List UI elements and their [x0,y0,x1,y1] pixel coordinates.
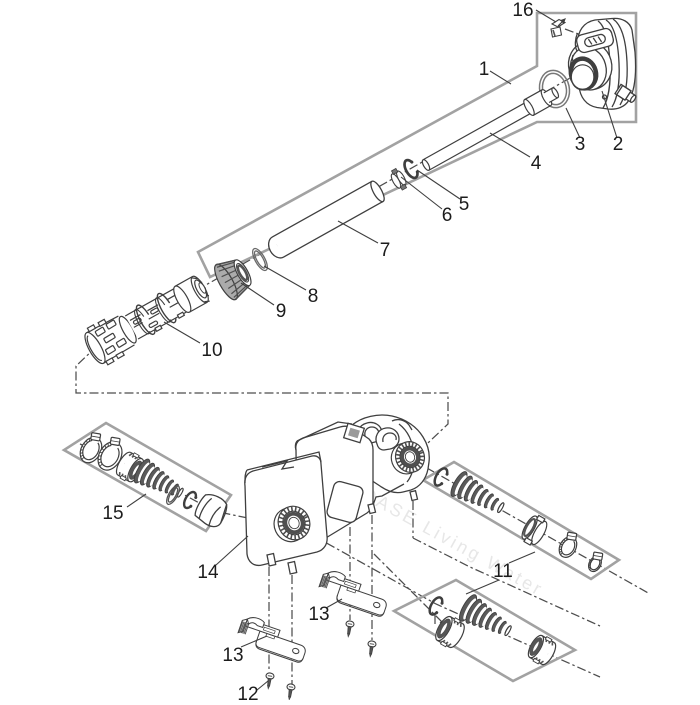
svg-text:15: 15 [102,503,123,524]
svg-text:14: 14 [197,562,219,583]
svg-text:7: 7 [380,240,391,261]
svg-text:9: 9 [276,301,287,322]
svg-text:10: 10 [201,340,222,361]
svg-text:12: 12 [237,684,258,700]
svg-text:4: 4 [531,153,542,174]
svg-text:3: 3 [575,134,586,155]
svg-text:11: 11 [493,561,513,582]
svg-text:5: 5 [459,194,470,215]
svg-text:16: 16 [512,0,533,21]
svg-text:6: 6 [442,205,453,226]
svg-text:13: 13 [222,645,243,666]
svg-text:1: 1 [479,59,490,80]
svg-text:13: 13 [308,604,329,625]
svg-text:2: 2 [613,134,624,155]
svg-text:8: 8 [308,286,319,307]
